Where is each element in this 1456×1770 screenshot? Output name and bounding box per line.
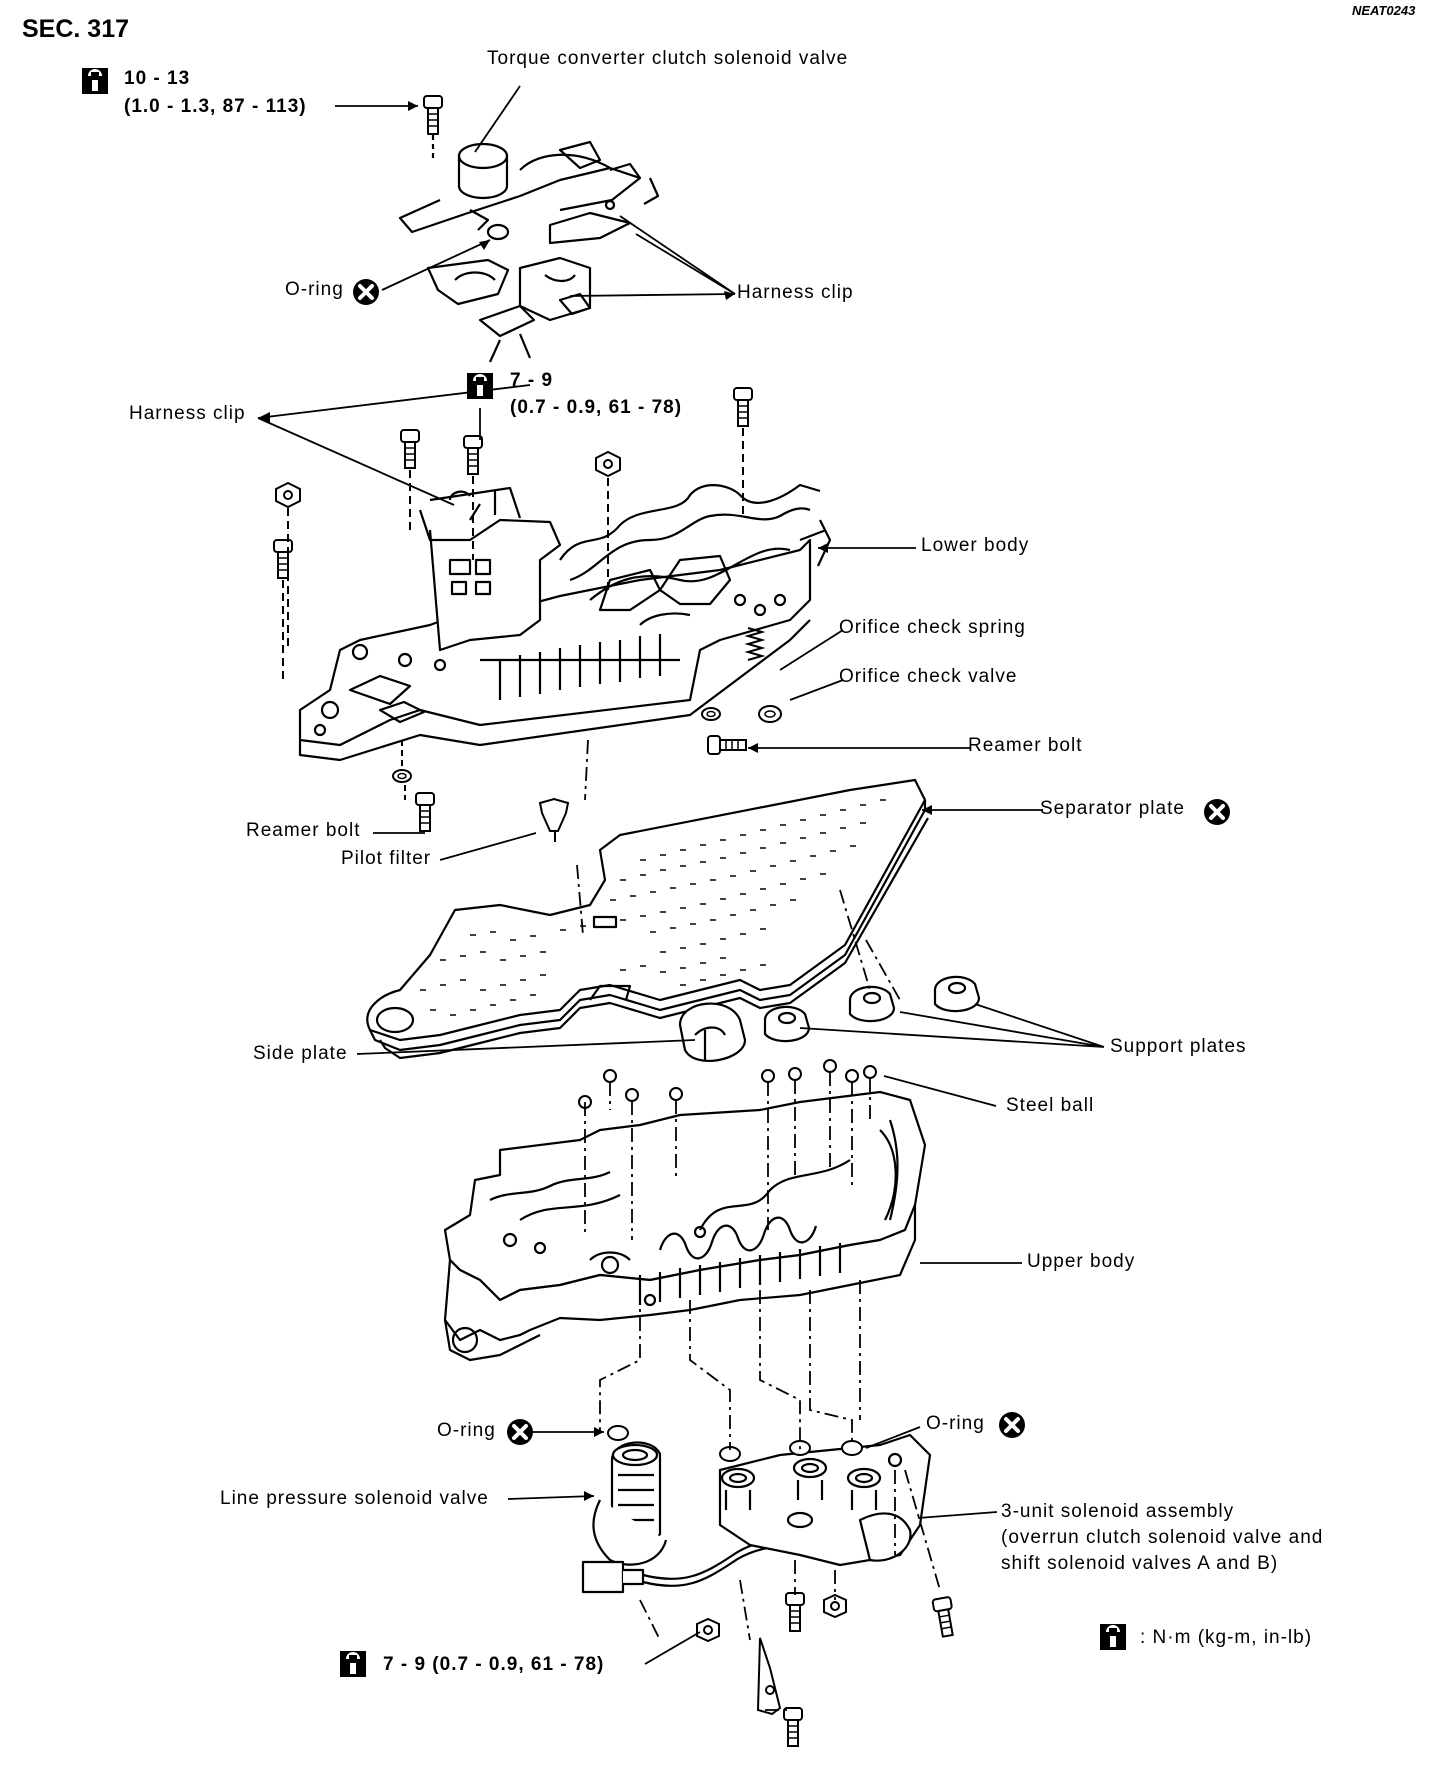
label-three-unit-solenoid-line2: (overrun clutch solenoid valve and	[1001, 1527, 1324, 1548]
label-steel-ball: Steel ball	[1006, 1095, 1095, 1116]
torque-spec-mid-detail: (0.7 - 0.9, 61 - 78)	[510, 397, 683, 418]
label-pilot-filter: Pilot filter	[341, 848, 432, 869]
label-oring-left: O-ring	[437, 1420, 496, 1441]
label-harness-clip-right: Harness clip	[737, 282, 854, 303]
line-pressure-solenoid-drawing	[581, 1441, 794, 1594]
label-oring-top: O-ring	[285, 279, 344, 300]
upper-body-drawing	[443, 1090, 927, 1362]
label-oring-right: O-ring	[926, 1413, 985, 1434]
label-upper-body: Upper body	[1027, 1251, 1136, 1272]
leader-lines	[257, 85, 1105, 1665]
label-harness-clip-left: Harness clip	[129, 403, 246, 424]
replace-part-icon	[1202, 797, 1232, 827]
small-parts	[607, 1425, 958, 1747]
lower-body-bolts	[273, 387, 782, 832]
three-unit-solenoid-drawing	[718, 1433, 932, 1567]
torque-wrench-icon	[1100, 1624, 1126, 1650]
label-reamer-bolt-right: Reamer bolt	[968, 735, 1083, 756]
label-three-unit-solenoid-line1: 3-unit solenoid assembly	[1001, 1501, 1235, 1522]
torque-wrench-icon	[82, 68, 108, 94]
replace-part-icon	[997, 1410, 1027, 1440]
legend-unit: : N·m (kg-m, in-lb)	[1140, 1627, 1313, 1648]
replace-part-icon	[505, 1417, 535, 1447]
reference-code: NEAT0243	[1352, 3, 1416, 18]
tcc-solenoid-group	[398, 94, 660, 363]
label-tcc-solenoid-valve: Torque converter clutch solenoid valve	[487, 48, 849, 69]
separator-plate-drawing	[366, 778, 929, 1060]
label-orifice-check-valve: Orifice check valve	[839, 666, 1018, 687]
lower-body-drawing	[298, 483, 832, 762]
torque-spec-top-value: 10 - 13	[124, 68, 191, 89]
pilot-filter-drawing	[538, 797, 570, 842]
label-orifice-check-spring: Orifice check spring	[839, 617, 1026, 638]
label-line-pressure-solenoid-valve: Line pressure solenoid valve	[220, 1488, 489, 1509]
torque-spec-bottom: 7 - 9 (0.7 - 0.9, 61 - 78)	[383, 1654, 605, 1675]
label-support-plates: Support plates	[1110, 1036, 1247, 1057]
alignment-lines	[576, 739, 941, 1711]
label-reamer-bolt-left: Reamer bolt	[246, 820, 361, 841]
label-lower-body: Lower body	[921, 535, 1030, 556]
torque-spec-mid-value: 7 - 9	[510, 370, 554, 391]
replace-part-icon	[351, 277, 381, 307]
torque-wrench-icon	[340, 1651, 366, 1677]
leader-arrowheads	[258, 101, 932, 1501]
torque-wrench-icon	[467, 373, 493, 399]
section-number: SEC. 317	[22, 15, 130, 43]
label-three-unit-solenoid-line3: shift solenoid valves A and B)	[1001, 1553, 1279, 1574]
torque-spec-top-detail: (1.0 - 1.3, 87 - 113)	[124, 96, 307, 117]
label-side-plate: Side plate	[253, 1043, 348, 1064]
support-plates-drawing	[678, 975, 981, 1062]
label-separator-plate: Separator plate	[1040, 798, 1185, 819]
